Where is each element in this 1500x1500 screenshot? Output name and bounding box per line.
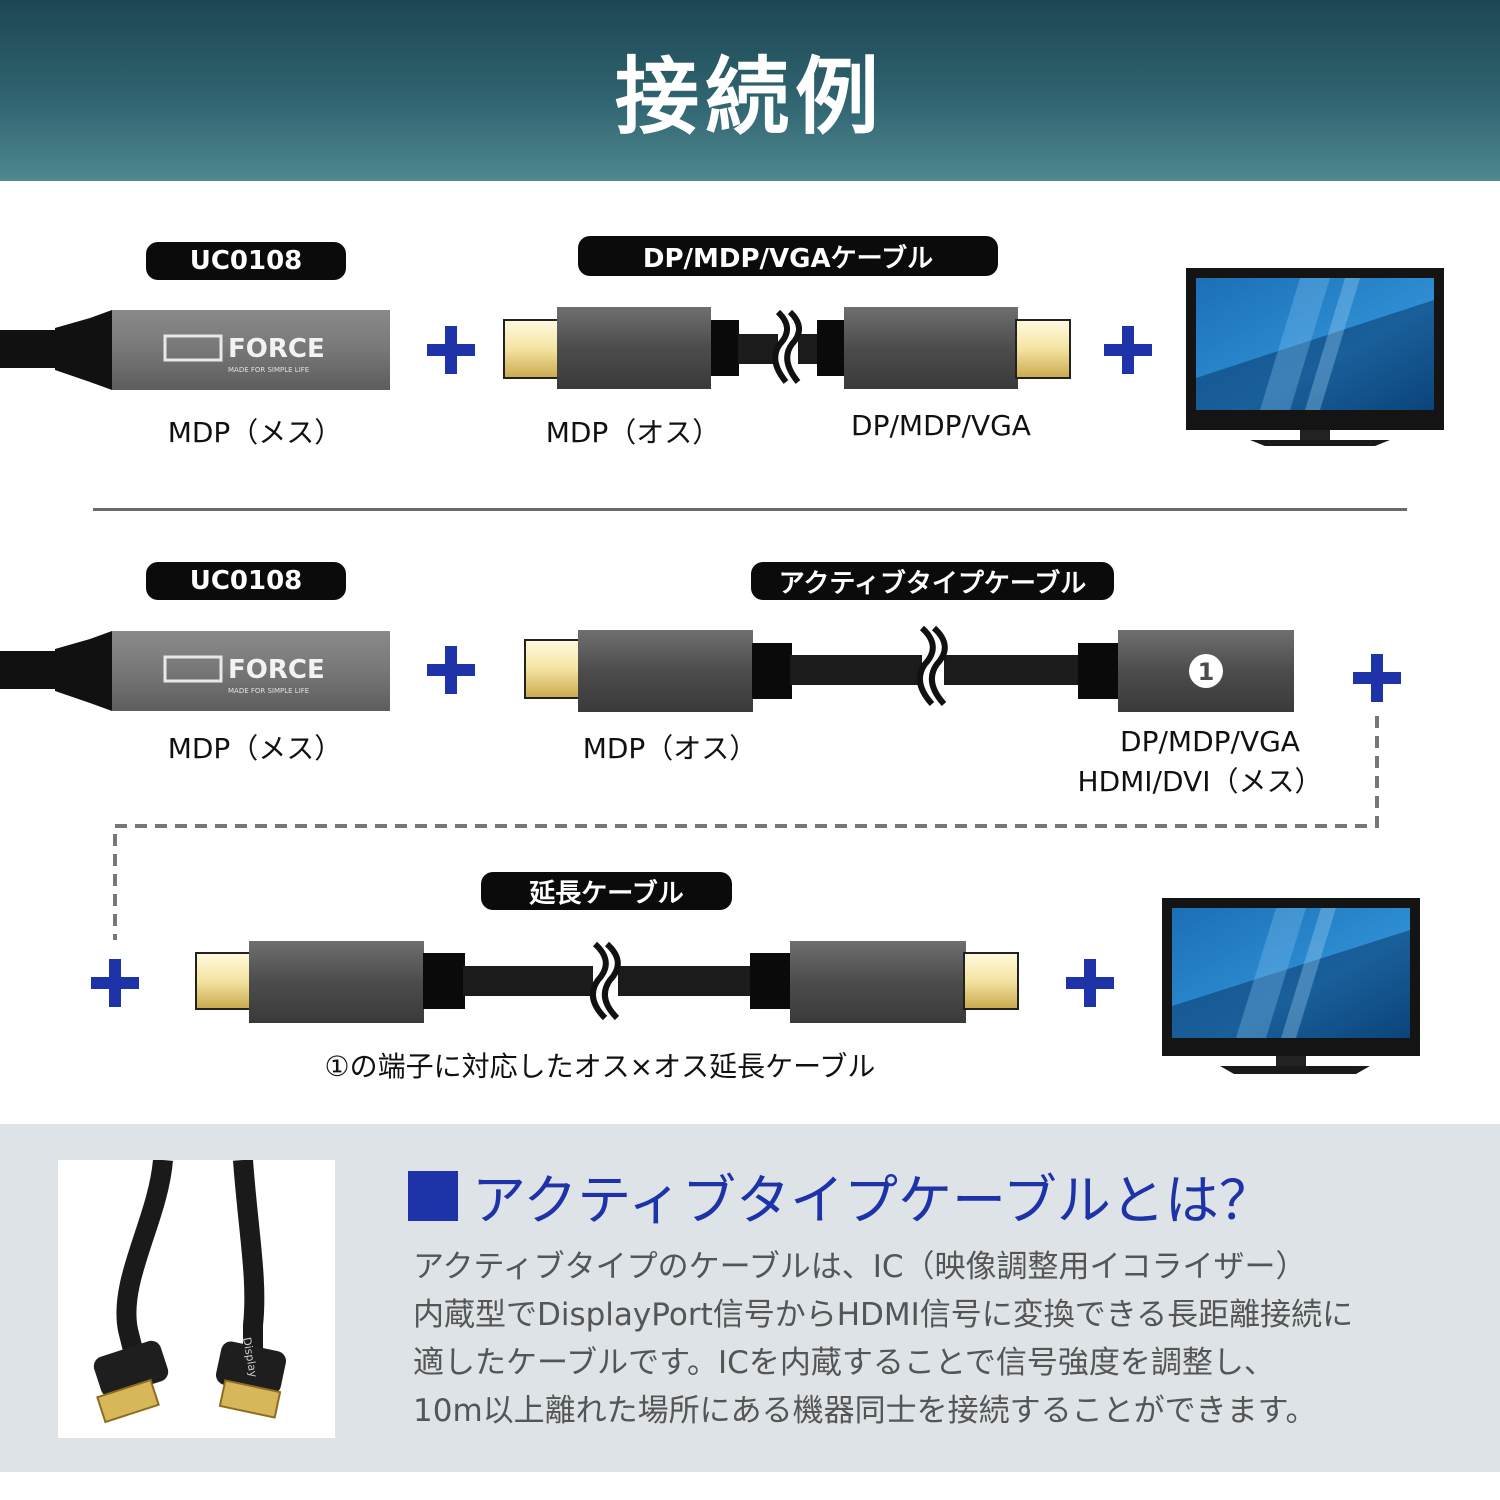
row3-caption: ①の端子に対応したオス×オス延長ケーブル <box>324 1050 876 1083</box>
plus-icon <box>1353 654 1401 702</box>
divider <box>93 508 1407 511</box>
info-body: アクティブタイプのケーブルは、IC（映像調整用イコライザー） 内蔵型でDispl… <box>413 1243 1483 1435</box>
connector-marker: 1 <box>1198 658 1215 686</box>
tv-icon <box>1186 268 1444 446</box>
row1-device-tag: UC0108 <box>146 242 346 280</box>
info-body-line: アクティブタイプのケーブルは、IC（映像調整用イコライザー） <box>413 1249 1307 1285</box>
row2-active-cable: 1 <box>524 625 1294 712</box>
row1-cable-tag: DP/MDP/VGAケーブル <box>578 236 998 276</box>
row1-brand: FORCE <box>228 334 325 364</box>
row1-cable <box>503 307 1071 389</box>
info-body-line: 10m以上離れた場所にある機器同士を接続することができます。 <box>413 1393 1317 1429</box>
row3-cable-tag: 延長ケーブル <box>481 872 732 910</box>
row2-device-tag: UC0108 <box>146 562 346 600</box>
info-title-text: アクティブタイプケーブルとは？ <box>472 1169 1273 1232</box>
row1-adapter: FORCE MADE FOR SIMPLE LIFE <box>0 310 390 390</box>
row1-device-label: MDP（メス） <box>167 416 343 449</box>
page-title: 接続例 <box>614 48 885 146</box>
row2-brand: FORCE <box>228 655 325 685</box>
row2-adapter: FORCE MADE FOR SIMPLE LIFE <box>0 631 390 711</box>
row1-cable-left-label: MDP（オス） <box>545 416 721 449</box>
row2-cable-right-label-2: HDMI/DVI（メス） <box>1077 765 1323 798</box>
info-title: アクティブタイプケーブルとは？ <box>408 1156 1273 1235</box>
row3-extension-cable <box>195 941 1019 1023</box>
plus-icon <box>91 959 139 1007</box>
cable-photo: Display <box>58 1158 335 1438</box>
header-banner: 接続例 <box>0 0 1500 181</box>
row1-cable-right-label: DP/MDP/VGA <box>851 409 1031 442</box>
plus-icon <box>1104 326 1152 374</box>
row2-cable-left-label: MDP（オス） <box>582 732 758 765</box>
connection-diagram: FORCE MADE FOR SIMPLE LIFE <box>0 268 1444 1074</box>
row2-cable-right-label-1: DP/MDP/VGA <box>1120 725 1300 758</box>
info-body-line: 適したケーブルです。ICを内蔵することで信号強度を調整し、 <box>413 1345 1275 1381</box>
row2-brand-sub: MADE FOR SIMPLE LIFE <box>228 687 309 695</box>
hdmi-cable-image: Display <box>93 1158 286 1424</box>
row2-device-label: MDP（メス） <box>167 732 343 765</box>
plus-icon <box>1066 959 1114 1007</box>
row2-cable-tag: アクティブタイプケーブル <box>751 562 1114 600</box>
plus-icon <box>427 646 475 694</box>
tv-icon <box>1162 898 1420 1074</box>
info-body-line: 内蔵型でDisplayPort信号からHDMI信号に変換できる長距離接続に <box>413 1297 1354 1333</box>
row1-brand-sub: MADE FOR SIMPLE LIFE <box>228 366 309 374</box>
dashed-flow-line <box>113 716 1379 940</box>
plus-icon <box>427 326 475 374</box>
connector-marker-icon <box>1189 654 1223 688</box>
square-bullet-icon <box>408 1170 458 1221</box>
